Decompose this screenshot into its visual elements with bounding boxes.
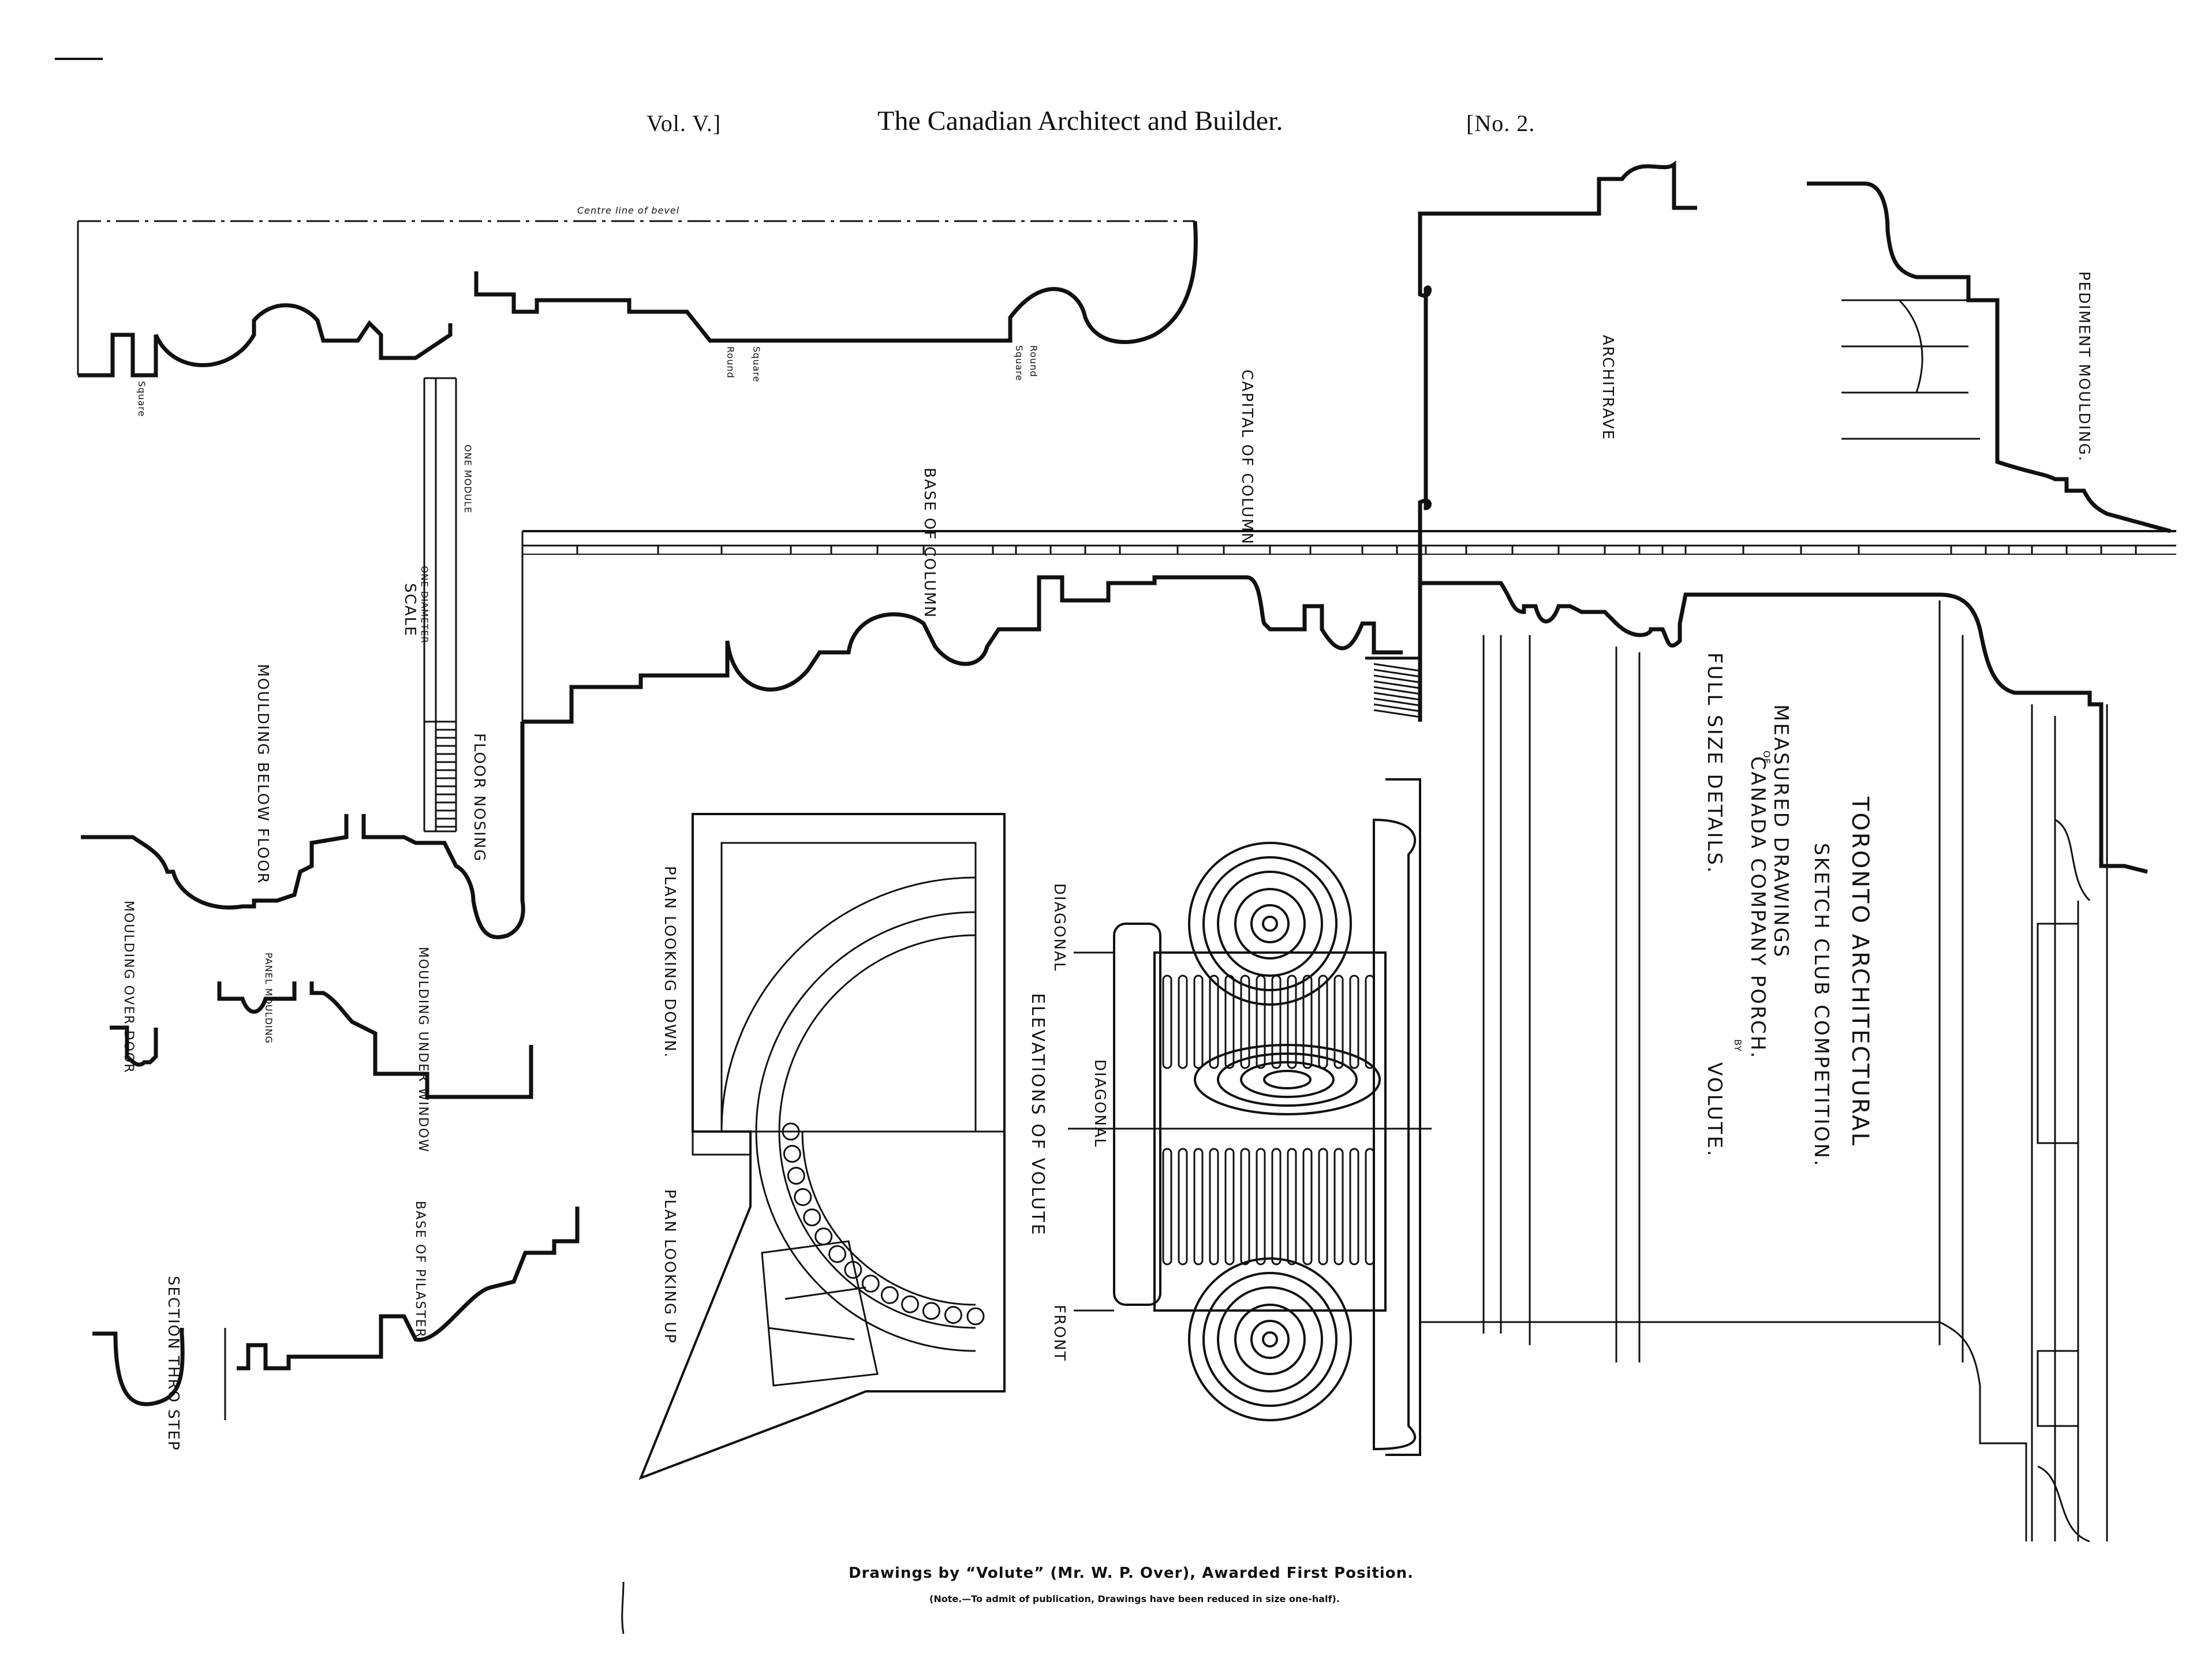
architrave-label: ARCHITRAVE xyxy=(1599,335,1616,441)
scale-label: SCALE xyxy=(401,583,419,637)
volute-plan xyxy=(638,813,1006,1480)
one-module-label: ONE MODULE xyxy=(462,445,473,514)
footer-caption: Drawings by “Volute” (Mr. W. P. Over), A… xyxy=(849,1565,1414,1582)
panel-moulding-label: PANEL MOULDING xyxy=(263,953,274,1044)
column-shaft xyxy=(1419,600,2108,1543)
square-label-2: Square xyxy=(751,346,762,383)
round-label-2: Round xyxy=(1028,345,1039,378)
elevations-of-volute-label: ELEVATIONS OF VOLUTE xyxy=(1028,993,1048,1237)
round-label-1: Round xyxy=(725,346,736,379)
diagonal-label-2: DIAGONAL xyxy=(1091,1059,1108,1148)
square-label-3: Square xyxy=(1014,345,1025,382)
title-canada-company: CANADA COMPANY PORCH. xyxy=(1746,756,1769,1060)
architrave-profile xyxy=(1418,160,2148,874)
pilaster-and-step xyxy=(92,1207,580,1420)
journal-title: The Canadian Architect and Builder. xyxy=(877,106,1283,136)
title-sketch-club: SKETCH CLUB COMPETITION. xyxy=(1810,843,1833,1168)
title-volute: VOLUTE. xyxy=(1703,1062,1726,1158)
title-full-size: FULL SIZE DETAILS. xyxy=(1703,652,1726,875)
floor-nosing-profile xyxy=(81,722,525,939)
capital-of-column-label: CAPITAL OF COLUMN xyxy=(1238,369,1256,546)
moulding-below-floor-label: MOULDING BELOW FLOOR xyxy=(254,664,271,884)
window-moulding-label: MOULDING UNDER WINDOW xyxy=(416,947,430,1153)
top-moulding-profile xyxy=(77,220,1198,378)
floor-nosing-label: FLOOR NOSING xyxy=(470,733,488,863)
small-mouldings xyxy=(110,981,533,1099)
volute-elevation xyxy=(1068,778,1432,1456)
dimension-band xyxy=(522,530,2176,555)
square-label-1: Square xyxy=(136,381,147,417)
one-diameter-label: ONE DIAMETER xyxy=(419,566,430,644)
title-by: BY xyxy=(1732,1039,1743,1052)
front-label: FRONT xyxy=(1051,1305,1068,1362)
base-of-pilaster-label: BASE OF PILASTER xyxy=(413,1201,427,1339)
centre-line-label: Centre line of bevel xyxy=(577,205,680,216)
pediment-moulding-label: PEDIMENT MOULDING. xyxy=(2075,271,2093,462)
scale-bar xyxy=(423,377,457,832)
footer-note: (Note.—To admit of publication, Drawings… xyxy=(929,1593,1340,1604)
title-measured: MEASURED DRAWINGS xyxy=(1769,704,1792,959)
plan-looking-up-label: PLAN LOOKING UP xyxy=(661,1189,678,1345)
base-of-column-profile xyxy=(521,531,1422,724)
title-toronto: TORONTO ARCHITECTURAL xyxy=(1847,797,1873,1147)
base-of-column-label: BASE OF COLUMN xyxy=(921,468,938,619)
volume-label: Vol. V.] xyxy=(647,110,722,136)
plan-looking-down-label: PLAN LOOKING DOWN. xyxy=(661,866,678,1059)
section-step-label: SECTION THRO STEP xyxy=(165,1276,182,1451)
pediment-moulding-profile xyxy=(1807,181,2171,533)
issue-number: [No. 2. xyxy=(1466,110,1536,136)
diagonal-label-1: DIAGONAL xyxy=(1051,883,1068,972)
